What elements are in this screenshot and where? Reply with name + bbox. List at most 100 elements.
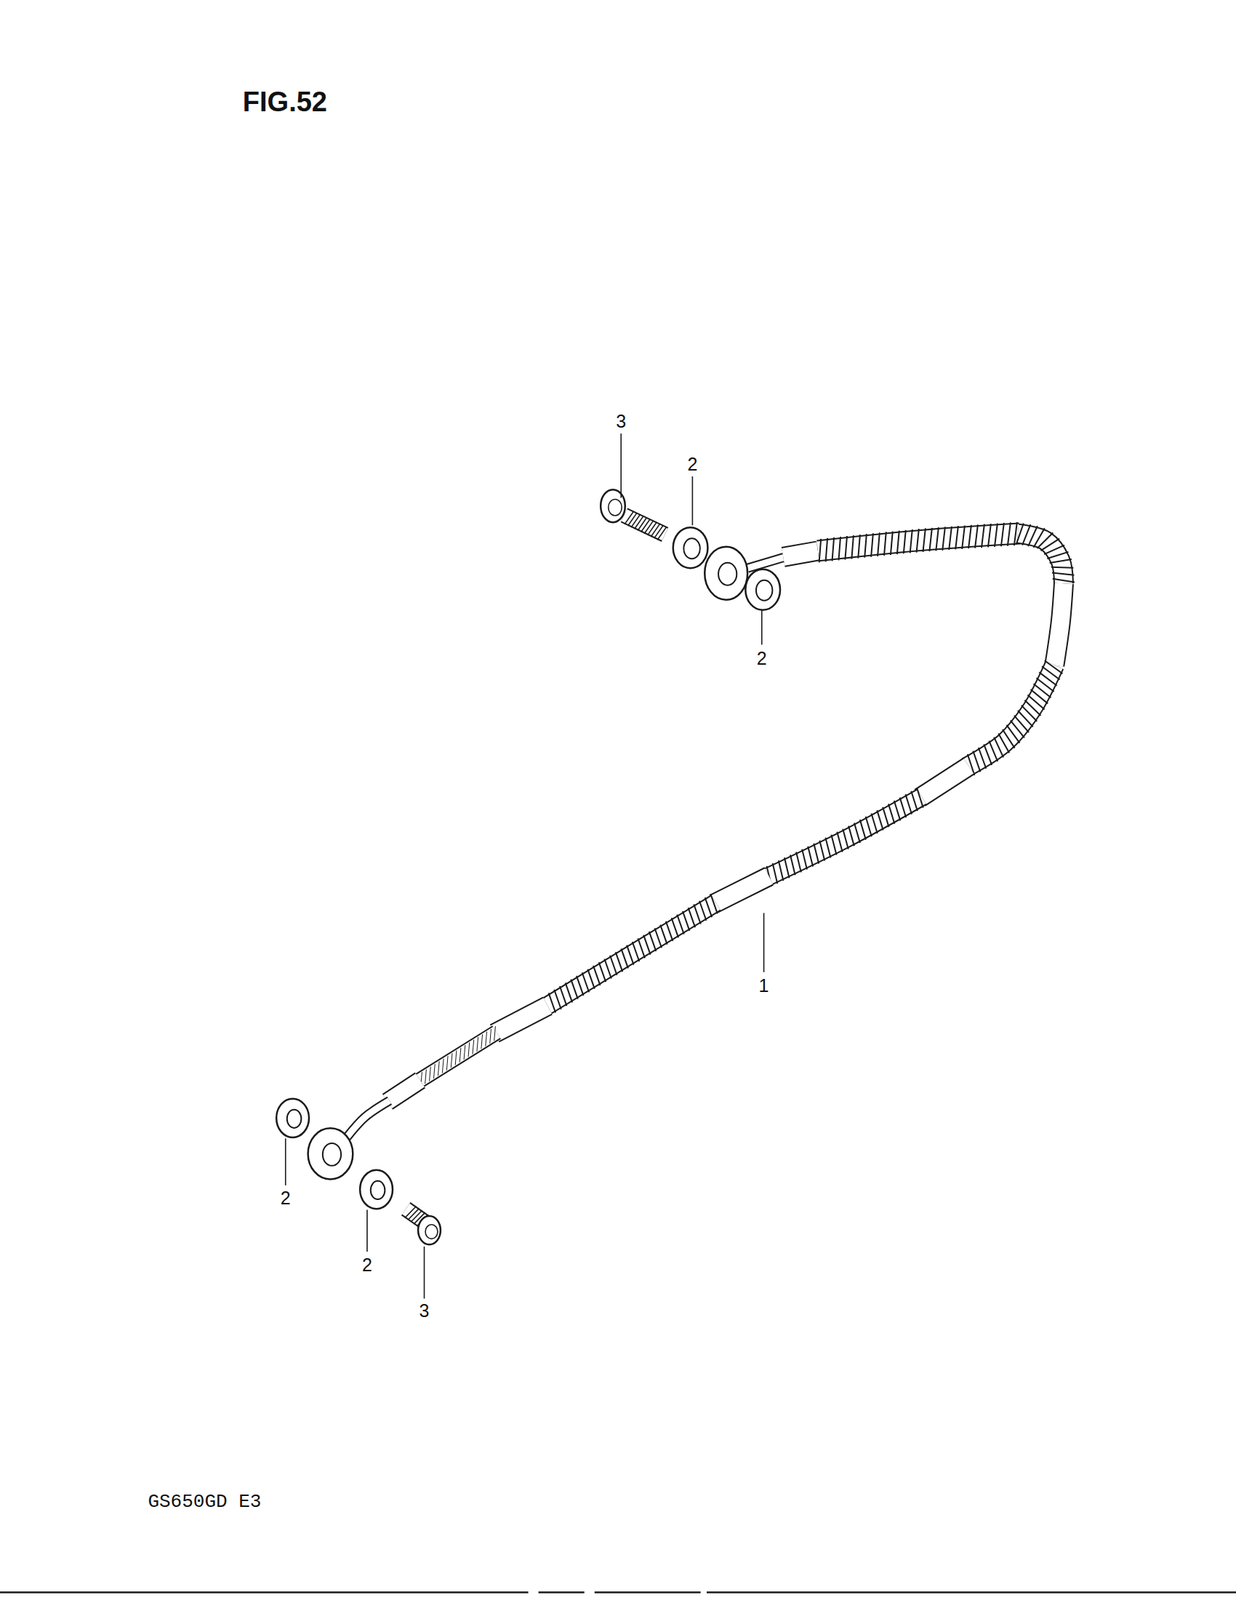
spring-coil xyxy=(910,529,913,553)
banjo-fitting xyxy=(704,546,748,600)
banjo-fitting-hole xyxy=(322,1142,341,1166)
leader-line xyxy=(620,433,622,498)
spring-coil xyxy=(1014,715,1029,733)
spring-coil xyxy=(790,854,796,875)
spring-coil xyxy=(857,534,861,558)
thread-line xyxy=(404,1206,417,1218)
hose-body xyxy=(494,1005,548,1034)
spring-coil xyxy=(911,791,918,811)
spring-coil xyxy=(655,927,662,948)
spring-coil xyxy=(710,893,717,914)
spring-coil xyxy=(693,903,701,924)
washer-hole xyxy=(756,580,773,601)
hose-outline xyxy=(346,1100,390,1137)
spring-coil xyxy=(851,535,854,559)
washer-hole xyxy=(287,1109,302,1128)
spring-coil xyxy=(890,531,893,555)
spring-coil xyxy=(548,992,557,1013)
spring-coil xyxy=(903,530,906,554)
spring-coil xyxy=(978,747,986,769)
leader-line xyxy=(761,610,763,645)
spring-coil xyxy=(772,863,778,884)
hose-outline xyxy=(494,1005,548,1034)
spring-coil xyxy=(1044,545,1065,555)
spring-coil xyxy=(1037,532,1054,549)
spring-coil xyxy=(649,931,656,951)
leader-line xyxy=(366,1209,368,1252)
hose-outline xyxy=(783,550,818,557)
thread-line xyxy=(650,523,660,537)
spring-coil xyxy=(819,840,825,861)
spring-coil xyxy=(784,857,790,878)
spring-coil xyxy=(1016,523,1024,545)
spring-coil xyxy=(972,751,981,773)
hose-outline xyxy=(747,556,786,568)
spring-coil xyxy=(831,834,837,856)
callout-number: 2 xyxy=(279,1187,293,1207)
rod-hatch xyxy=(425,1068,427,1084)
spring-coil xyxy=(604,958,611,978)
spring-coil xyxy=(974,524,978,548)
hose-body xyxy=(747,556,786,568)
hose-body xyxy=(1054,583,1064,665)
spring-coil xyxy=(1006,724,1020,744)
spring-coil xyxy=(1022,524,1031,545)
spring-coil xyxy=(1041,665,1061,680)
thread-line xyxy=(637,517,647,531)
thread-line xyxy=(657,526,666,540)
spring-coil xyxy=(836,831,842,853)
thread-line xyxy=(634,515,644,529)
spring-coil xyxy=(807,846,813,867)
spring-coil xyxy=(988,740,998,762)
thread-line xyxy=(644,520,653,534)
rod-hatch xyxy=(494,1025,496,1041)
hose-body xyxy=(545,902,716,1007)
spring-coil xyxy=(643,934,650,955)
callout-number: 1 xyxy=(757,974,771,995)
spring-coil xyxy=(968,524,972,549)
hose-body xyxy=(346,1100,390,1137)
spring-coil xyxy=(1017,710,1034,727)
spring-coil xyxy=(1044,660,1063,674)
spring-coil xyxy=(942,526,946,550)
rod-hatch xyxy=(459,1047,461,1063)
hose-outline xyxy=(919,765,969,797)
spring-coil xyxy=(865,816,872,837)
spring-coil xyxy=(900,797,907,818)
spring-coil xyxy=(832,537,835,561)
thread-line xyxy=(624,511,634,525)
spring-coil xyxy=(955,525,959,549)
spring-coil xyxy=(882,807,889,827)
spring-coil xyxy=(587,969,595,989)
spring-coil xyxy=(1033,683,1051,698)
rod-hatch xyxy=(463,1044,466,1060)
spring-coil xyxy=(632,941,640,962)
spring-coil xyxy=(1024,700,1041,716)
hose-outline xyxy=(1054,583,1064,665)
spring-coil xyxy=(860,819,866,840)
thread-line xyxy=(654,524,664,539)
spring-coil xyxy=(894,800,901,821)
spring-coil xyxy=(842,828,849,850)
hose-body xyxy=(783,550,818,557)
spring-coil xyxy=(665,921,673,941)
banjo-fitting-hole xyxy=(718,562,737,586)
leader-line xyxy=(423,1246,426,1299)
spring-coil xyxy=(1010,720,1025,738)
spring-coil xyxy=(825,837,831,858)
thread-line xyxy=(407,1207,420,1220)
rod-hatch xyxy=(481,1033,483,1049)
rod-hatch xyxy=(437,1060,440,1076)
spring-coil xyxy=(1033,527,1045,547)
hose-outline xyxy=(545,902,716,1007)
callout-number: 2 xyxy=(360,1254,374,1275)
callout-number: 3 xyxy=(614,411,628,432)
spring-coil xyxy=(554,989,561,1010)
spring-coil xyxy=(905,793,912,814)
spring-coil xyxy=(615,951,623,972)
hose-outline xyxy=(418,1031,497,1081)
hose-body xyxy=(713,876,770,904)
spring-coil xyxy=(813,843,819,864)
